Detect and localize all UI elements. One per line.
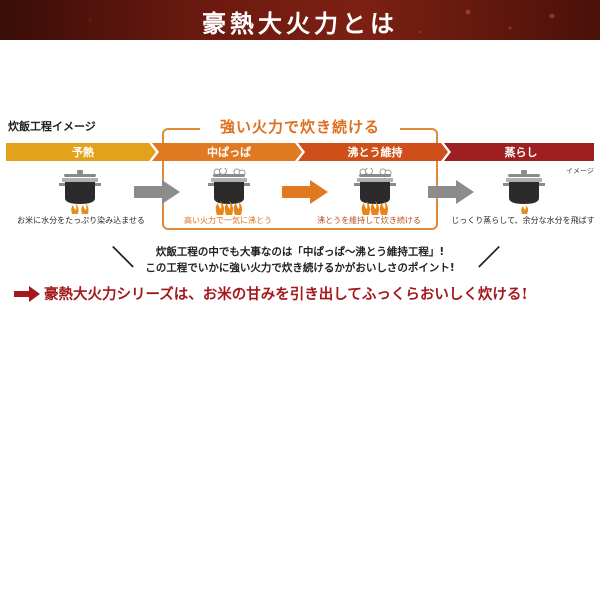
flame-icon: [215, 201, 242, 215]
page-title: 豪熱大火力とは: [202, 9, 398, 38]
arrow-right-icon: [428, 180, 474, 204]
header-banner: 豪熱大火力とは: [0, 0, 600, 40]
note-slash-left: ＼: [112, 246, 135, 271]
rice-pot-icon: [503, 170, 545, 214]
key-message: 豪熱大火力シリーズは、お米の甘みを引き出してふっくらおいしく炊ける!: [14, 283, 600, 304]
stage-label: 蒸らし: [504, 146, 538, 159]
image-note: イメージ: [566, 167, 594, 175]
arrow-right-icon: [14, 285, 40, 302]
stage-steaming: 蒸らし: [444, 143, 594, 161]
process-label: 炊飯工程イメージ: [8, 120, 96, 133]
arrow-right-icon: [282, 180, 328, 204]
note-line: この工程でいかに強い火力で炊き続けるかがおいしさのポイント!: [145, 262, 455, 274]
flame-icon: [521, 205, 529, 214]
key-message-text: 豪熱大火力シリーズは、お米の甘みを引き出してふっくらおいしく炊ける!: [44, 286, 528, 303]
stage-caption: じっくり蒸らして、余分な水分を飛ばす: [451, 216, 595, 225]
stage-caption: 高い火力で一気に沸とう: [184, 216, 272, 225]
flame-icon: [71, 203, 89, 214]
rice-pot-icon: [208, 168, 250, 215]
stage-caption: 沸とうを維持して炊き続ける: [317, 216, 421, 225]
note-line: 炊飯工程の中でも大事なのは「中ぱっぱ～沸とう維持工程」!: [155, 246, 445, 258]
stage-label: 予熱: [72, 146, 94, 159]
note-slash-right: ／: [478, 246, 501, 271]
stage-label: 中ぱっぱ: [207, 146, 251, 159]
stage-caption: お米に水分をたっぷり染み込ませる: [17, 216, 145, 225]
steam-icon: [359, 168, 392, 177]
stage-preheat: 予熱: [6, 143, 156, 161]
stage-label: 沸とう維持: [347, 146, 403, 159]
rice-pot-icon: [59, 170, 101, 214]
arrow-right-icon: [134, 180, 180, 204]
stage-boil-maintain: 沸とう維持: [298, 143, 448, 161]
stage-nakapappa: 中ぱっぱ: [152, 143, 302, 161]
rice-pot-icon: [354, 168, 396, 215]
highlight-title: 強い火力で炊き続ける: [200, 116, 400, 137]
flame-icon: [361, 201, 388, 215]
